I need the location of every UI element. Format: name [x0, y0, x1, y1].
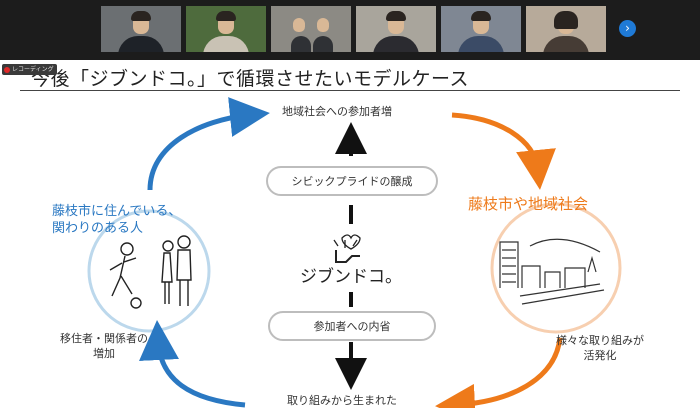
- cycle-diagram: [87, 97, 622, 408]
- city-illustration: [499, 238, 605, 305]
- participant-tile-2[interactable]: [186, 6, 266, 52]
- left-heading: 藤枝市に住んでいる、 関わりのある人: [52, 203, 181, 237]
- left-caption-line-2: 増加: [93, 347, 115, 360]
- participant-tile-3[interactable]: [271, 6, 351, 52]
- right-caption-line-1: 様々な取り組みが: [556, 334, 644, 347]
- left-caption: 移住者・関係者の 増加: [60, 331, 148, 361]
- right-caption-line-2: 活発化: [583, 349, 617, 362]
- right-heading: 藤枝市や地域社会: [468, 195, 589, 213]
- left-heading-line-1: 藤枝市に住んでいる、: [52, 204, 182, 219]
- participant-tile-5[interactable]: [441, 6, 521, 52]
- lower-pill-label: 参加者への内省: [313, 320, 391, 333]
- orange-arrow-upper: [451, 112, 556, 190]
- recording-badge: レコーディング: [2, 64, 57, 75]
- upper-pill: シビックプライドの醸成: [266, 166, 438, 196]
- slide-title: 今後「ジブンドコ。」で循環させたいモデルケース: [31, 68, 470, 90]
- right-caption: 様々な取り組みが 活発化: [556, 333, 644, 363]
- chevron-right-icon: ›: [625, 21, 630, 35]
- lower-pill: 参加者への内省: [268, 311, 436, 341]
- participant-tile-1[interactable]: [101, 6, 181, 52]
- participant-tile-6[interactable]: [526, 6, 606, 52]
- jibundoko-logo-icon: [333, 234, 361, 263]
- blue-arrow-upper: [147, 97, 270, 191]
- title-divider: [20, 90, 680, 91]
- right-circle: [490, 202, 622, 334]
- record-dot-icon: [4, 66, 10, 73]
- upper-pill-label: シビックプライドの醸成: [291, 175, 413, 188]
- participant-tile-4[interactable]: [356, 6, 436, 52]
- bottom-label: 取り組みから生まれた: [287, 394, 397, 407]
- left-caption-line-1: 移住者・関係者の: [60, 332, 148, 345]
- residents-illustration: [109, 235, 192, 309]
- top-label: 地域社会への参加者増: [282, 105, 392, 118]
- blue-arrow-lower: [139, 320, 246, 408]
- orange-arrow-lower: [435, 337, 563, 408]
- logo-text: ジブンドコ。: [300, 267, 402, 287]
- next-participants-button[interactable]: ›: [619, 20, 636, 37]
- recording-label: レコーディング: [12, 66, 54, 73]
- left-heading-line-2: 関わりのある人: [52, 221, 144, 236]
